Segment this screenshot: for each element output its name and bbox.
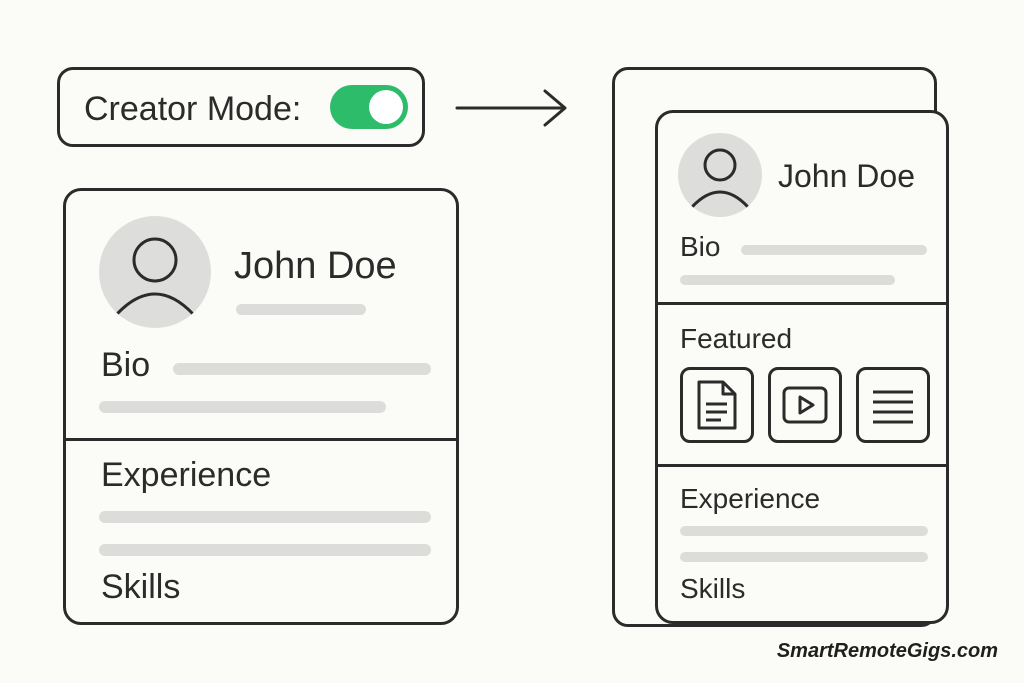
avatar [99, 216, 211, 328]
placeholder-line [741, 245, 927, 255]
watermark: SmartRemoteGigs.com [776, 640, 998, 662]
bio-heading: Bio [680, 231, 721, 262]
arrow-right-icon [455, 89, 567, 127]
section-divider [658, 302, 946, 305]
user-icon [115, 237, 195, 316]
section-divider [66, 438, 456, 441]
creator-mode-switch[interactable] [330, 85, 408, 129]
placeholder-line [236, 304, 366, 315]
creator-mode-label: Creator Mode: [84, 90, 302, 128]
featured-text-tile[interactable] [856, 367, 930, 443]
profile-name: John Doe [778, 158, 915, 194]
creator-mode-toggle-row: Creator Mode: [57, 67, 425, 147]
placeholder-line [680, 552, 928, 562]
featured-document-tile[interactable] [680, 367, 754, 443]
placeholder-line [173, 363, 431, 375]
experience-heading: Experience [101, 456, 272, 494]
skills-heading: Skills [101, 568, 181, 606]
placeholder-line [99, 401, 386, 413]
document-icon [697, 380, 737, 430]
switch-knob [369, 90, 403, 124]
skills-heading: Skills [680, 573, 746, 604]
profile-card-after: John Doe Bio Featured Experience Skills [655, 110, 949, 624]
placeholder-line [99, 544, 431, 556]
featured-heading: Featured [680, 323, 793, 354]
video-play-icon [782, 386, 828, 424]
placeholder-line [99, 511, 431, 523]
avatar [678, 133, 762, 217]
profile-card-before: John Doe Bio Experience Skills [63, 188, 459, 625]
experience-heading: Experience [680, 483, 821, 514]
user-icon [690, 148, 750, 209]
profile-name: John Doe [234, 245, 397, 287]
section-divider [658, 464, 946, 467]
placeholder-line [680, 275, 895, 285]
text-lines-icon [873, 390, 913, 424]
bio-heading: Bio [101, 346, 151, 384]
placeholder-line [680, 526, 928, 536]
featured-video-tile[interactable] [768, 367, 842, 443]
